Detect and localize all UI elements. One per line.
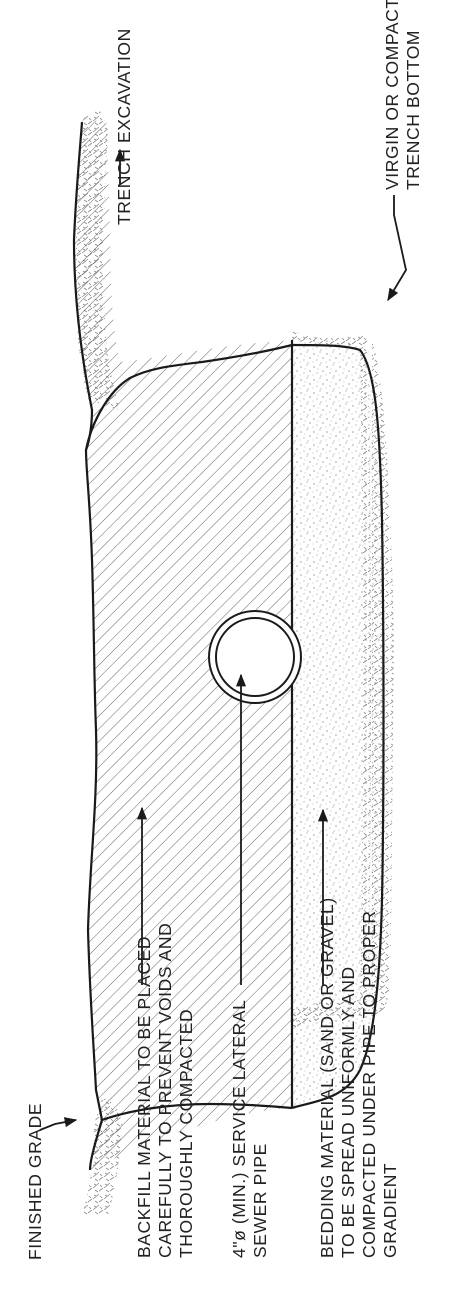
bedding-text-line-1: BEDDING MATERIAL (SAND OR GRAVEL) [317, 897, 337, 1258]
bedding-text-line-4: GRADIENT [380, 1163, 400, 1258]
pipe-text-line-1: 4"ø (MIN.) SERVICE LATERAL [229, 1000, 249, 1258]
finished-grade-text: FINISHED GRADE [25, 1103, 45, 1260]
trench-bottom-text-line-1: VIRGIN OR COMPACTED [382, 0, 402, 190]
finished-grade-line [72, 121, 104, 1171]
trench-wall-right [101, 1102, 293, 1122]
trench-bottom-text-line-2: TRENCH BOTTOM [403, 30, 423, 190]
backfill-text-line-1: BACKFILL MATERIAL TO BE PLACED [134, 936, 154, 1258]
label-backfill: BACKFILL MATERIAL TO BE PLACED CAREFULLY… [134, 923, 196, 1258]
label-finished-grade: FINISHED GRADE [25, 1103, 45, 1260]
backfill-region [74, 120, 292, 1170]
backfill-text-line-3: THOROUGHLY COMPACTED [176, 1009, 196, 1258]
trench-excavation-text: TRENCH EXCAVATION [114, 28, 134, 225]
bedding-text-line-3: COMPACTED UNDER PIPE TO PROPER [359, 910, 379, 1258]
label-pipe: 4"ø (MIN.) SERVICE LATERAL SEWER PIPE [229, 1000, 270, 1258]
bedding-region [292, 340, 384, 1108]
trench-wall-left [84, 343, 293, 451]
label-bedding: BEDDING MATERIAL (SAND OR GRAVEL) TO BE … [317, 897, 400, 1258]
bedding-text-line-2: TO BE SPREAD UNIFORMLY AND [338, 966, 358, 1258]
label-trench-excavation: TRENCH EXCAVATION [114, 28, 134, 225]
backfill-text-line-2: CAREFULLY TO PREVENT VOIDS AND [155, 923, 175, 1258]
sewer-pipe [208, 610, 302, 704]
pipe-text-line-2: SEWER PIPE [250, 1143, 270, 1258]
finished-grade-leader [39, 1117, 78, 1131]
trench-bottom-line [291, 343, 385, 1110]
label-trench-bottom: VIRGIN OR COMPACTED TRENCH BOTTOM [382, 0, 423, 190]
trench-bottom-leader [387, 195, 407, 302]
